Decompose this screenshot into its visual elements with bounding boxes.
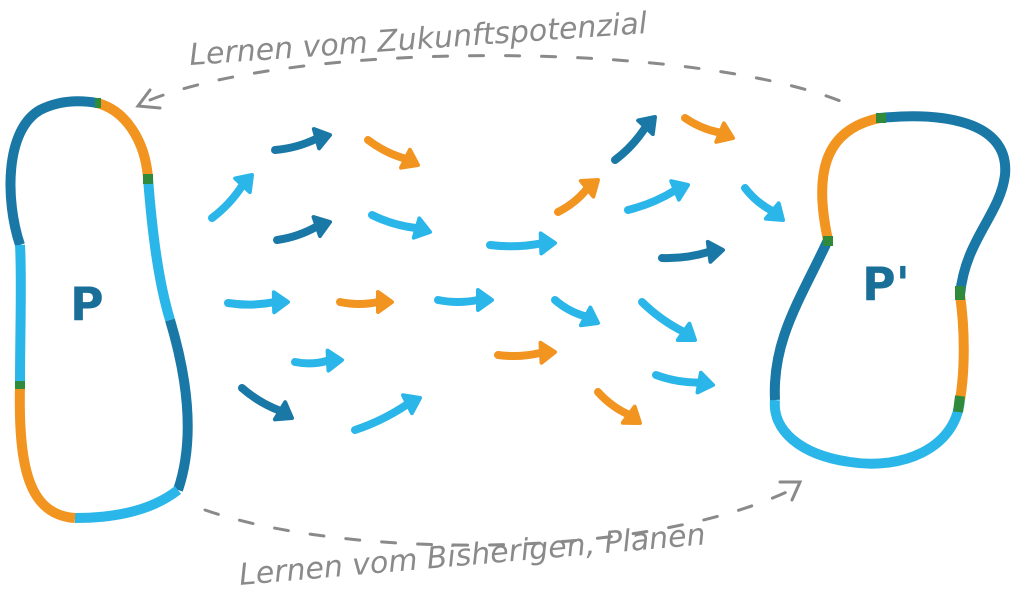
arrow-icon [434, 288, 494, 312]
top-caption: Lernen vom Zukunftspotenzial [188, 6, 649, 73]
arrow-shaft [368, 211, 421, 233]
top-arrowhead-icon [135, 88, 162, 110]
left-label: P [70, 277, 104, 331]
arrow-head [538, 231, 557, 256]
bottom-caption: Lernen vom Bisherigen, Planen [238, 517, 707, 593]
arrow-head [311, 215, 332, 238]
arrow-icon [551, 296, 600, 328]
loop-arrowheads [135, 88, 803, 502]
arrow-head [620, 404, 642, 425]
outline-segment [14, 384, 76, 523]
top-dashed-arc [148, 54, 852, 107]
outline-segment [5, 96, 98, 247]
arrow-shaft [741, 184, 777, 215]
green-joints [823, 113, 965, 413]
arrow-head [399, 147, 420, 170]
arrow-shaft [551, 296, 590, 321]
right-label: P' [862, 257, 910, 311]
green-joints [15, 98, 153, 389]
outline-segment [143, 177, 175, 322]
arrow-icon [351, 393, 422, 434]
arrow-head [325, 348, 344, 373]
arrow-shaft [291, 356, 333, 368]
outline-segment [95, 98, 153, 179]
arrow-shaft [336, 298, 382, 308]
arrow-head [271, 290, 290, 315]
arrow-icon [271, 127, 332, 154]
outline-segment [165, 318, 193, 492]
arrow-head [578, 305, 600, 328]
arrow-head [705, 239, 725, 264]
bottom-arrowhead-icon [778, 480, 803, 502]
arrow-icon [554, 178, 600, 216]
arrow-shaft [434, 296, 482, 306]
arrow-head [401, 393, 422, 416]
arrow-icon [652, 370, 715, 395]
arrow-shaft [238, 384, 284, 415]
arrow-icon [494, 340, 557, 365]
arrow-shaft [271, 134, 321, 154]
arrow-shaft [594, 388, 633, 419]
arrow-icon [208, 173, 254, 222]
arrow-shaft [652, 371, 704, 387]
arrow-icon [594, 388, 642, 425]
arrow-shaft [611, 123, 650, 164]
outline-segment [817, 113, 882, 242]
arrow-icon [486, 231, 557, 256]
arrow-head [476, 288, 494, 312]
outline-segment [15, 244, 26, 386]
arrow-icon [658, 239, 725, 264]
right-shape-p-prime [769, 111, 1011, 469]
arrow-head [695, 370, 715, 395]
arrow-icon [624, 179, 690, 214]
arrow-icon [238, 384, 294, 422]
arrow-shaft [364, 136, 410, 163]
arrow-shaft [224, 298, 279, 309]
arrow-head [669, 179, 690, 202]
arrow-head [763, 201, 785, 222]
arrow-head [311, 127, 332, 151]
arrow-head [411, 216, 432, 240]
arrow-shaft [638, 298, 688, 336]
arrow-shaft [624, 186, 680, 214]
feedback-loop [148, 54, 852, 547]
arrow-head [538, 340, 557, 365]
arrow-head [578, 178, 600, 199]
arrow-icon [273, 215, 332, 244]
arrow-head [636, 115, 657, 137]
bottom-dashed-arc [203, 486, 797, 547]
outline-segment [74, 485, 182, 523]
transition-arrows [208, 114, 785, 434]
joint [953, 395, 965, 413]
arrow-shaft [658, 247, 714, 263]
arrow-shaft [273, 222, 321, 244]
arrow-shaft [208, 181, 247, 222]
arrow-icon [336, 290, 394, 314]
arrow-shaft [681, 114, 725, 137]
arrow-shaft [494, 348, 546, 361]
arrow-head [675, 321, 697, 342]
arrow-icon [681, 114, 735, 144]
outline-segment [879, 111, 1011, 296]
arrow-shaft [554, 184, 592, 216]
arrow-icon [611, 115, 657, 164]
outline-segment [769, 237, 833, 401]
arrow-shaft [351, 400, 412, 434]
left-shape-p [5, 96, 193, 523]
arrow-icon [224, 290, 290, 315]
arrow-icon [741, 184, 785, 222]
arrow-head [714, 121, 735, 144]
arrow-head [376, 290, 394, 314]
arrow-head [233, 173, 254, 195]
arrow-icon [364, 136, 420, 170]
arrow-head [272, 400, 294, 422]
arrow-icon [638, 298, 697, 342]
arrow-icon [368, 211, 432, 240]
arrow-shaft [486, 239, 546, 251]
outline-segment [769, 399, 965, 469]
arrow-icon [291, 348, 344, 373]
outline-segment [955, 294, 969, 401]
